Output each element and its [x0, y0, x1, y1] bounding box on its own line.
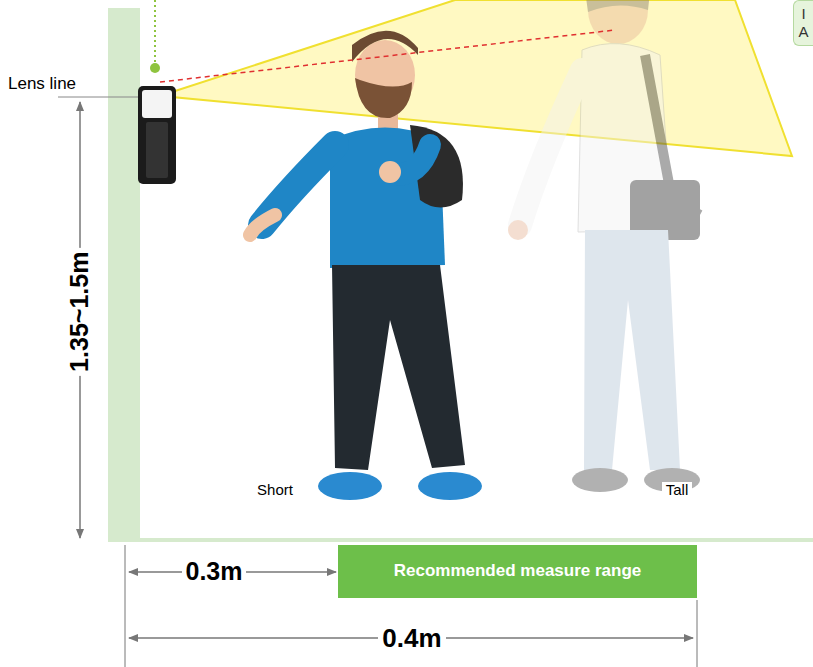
box-text: I A [798, 5, 809, 41]
lens-line-label: Lens line [4, 75, 80, 94]
wall [108, 8, 140, 542]
range-box: Recommended measure range [338, 545, 697, 598]
mount-line [154, 0, 156, 66]
floor [140, 538, 813, 542]
note-box: I A [793, 0, 813, 46]
tick [697, 600, 698, 667]
box-text: Recommended measure range [394, 561, 642, 581]
device-screen [146, 122, 168, 178]
short-label: Short [253, 482, 297, 499]
lens-leader [58, 97, 138, 98]
tall-person [508, 0, 700, 492]
field-of-view [172, 0, 792, 156]
dimension-label: 0.4m [378, 624, 445, 653]
height-dimension-label: 1.35~1.5m [66, 248, 94, 376]
dimension-label: 0.3m [182, 558, 247, 586]
device [138, 86, 176, 184]
laser-line [160, 30, 615, 82]
mount-dot [150, 63, 160, 73]
short-person [250, 31, 482, 500]
tall-label: Tall [662, 482, 693, 499]
tick [125, 545, 126, 667]
device-top [142, 90, 172, 118]
